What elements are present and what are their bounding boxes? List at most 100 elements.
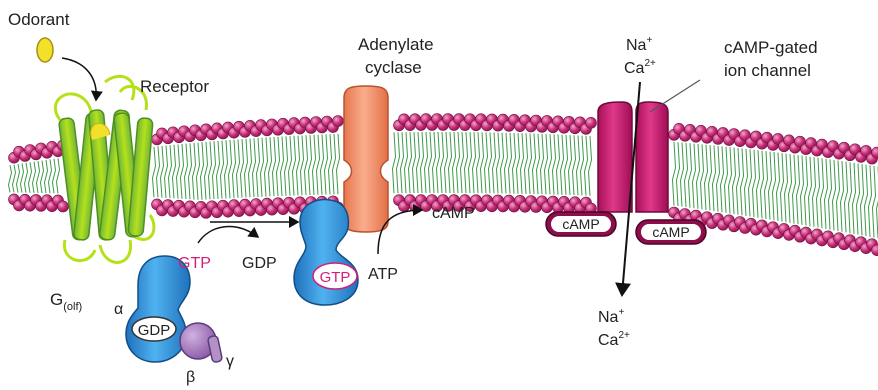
lipid-tail	[185, 144, 188, 199]
label-gamma: γ	[226, 353, 234, 370]
lipid-tail	[397, 132, 400, 193]
lipid-head-inner	[58, 201, 69, 212]
lipid-tail	[189, 143, 192, 199]
lipid-tail	[581, 136, 584, 196]
lipid-tail	[785, 154, 788, 223]
lipid-tail	[465, 132, 468, 193]
label-gtp-bound: GTP	[320, 269, 351, 286]
lipid-tail	[461, 132, 464, 193]
lipid-tail	[545, 134, 548, 194]
lipid-tail	[769, 152, 772, 220]
lipid-tail	[401, 132, 404, 193]
label-receptor: Receptor	[140, 77, 209, 96]
lipid-tail	[773, 152, 776, 220]
lipid-tail	[861, 164, 864, 235]
lipid-tail	[53, 159, 56, 194]
lipid-tail	[233, 140, 236, 198]
lipid-tail	[681, 143, 684, 207]
lipid-tail	[201, 142, 204, 200]
lipid-tail	[433, 132, 436, 193]
lipid-tail	[569, 135, 572, 195]
lipid-tail	[321, 135, 324, 195]
lipid-tail	[561, 135, 564, 195]
lipid-tail	[441, 132, 444, 193]
lipid-tail	[713, 146, 716, 212]
lipid-tail	[469, 132, 472, 193]
lipid-tail	[277, 137, 280, 196]
lipid-tail	[173, 145, 176, 199]
lipid-tail	[477, 132, 480, 193]
lipid-tail	[437, 132, 440, 193]
lipid-tail	[169, 145, 172, 198]
lipid-tail	[309, 135, 312, 195]
label-ca-inside: Ca2+	[598, 330, 630, 349]
lipid-tail	[573, 135, 576, 195]
lipid-tail	[589, 136, 592, 196]
lipid-tail	[409, 132, 412, 193]
label-cyclase: cyclase	[365, 58, 422, 77]
lipid-tail	[217, 141, 220, 199]
lipid-tail	[865, 165, 868, 236]
lipid-head-outer	[333, 116, 344, 127]
lipid-tail	[221, 141, 224, 199]
label-ca-outside: Ca2+	[624, 58, 656, 77]
lipid-tail	[205, 142, 208, 200]
lipid-tail	[745, 149, 748, 216]
lipid-tail	[17, 164, 20, 192]
lipid-tail	[685, 143, 688, 207]
lipid-tail	[249, 138, 252, 197]
adenylate-cyclase	[344, 86, 388, 232]
lipid-tail	[717, 146, 720, 212]
lipid-tail	[501, 133, 504, 194]
lipid-tail	[721, 146, 724, 212]
lipid-tail	[33, 162, 36, 193]
lipid-tail	[549, 134, 552, 194]
lipid-tail	[793, 155, 796, 224]
lipid-tail	[705, 145, 708, 210]
lipid-tail	[225, 140, 228, 198]
lipid-tail	[457, 132, 460, 193]
lipid-tail	[673, 142, 676, 206]
lipid-tail	[733, 148, 736, 215]
lipid-tail	[153, 147, 156, 198]
lipid-tail	[585, 136, 588, 196]
lipid-tail	[313, 135, 316, 195]
lipid-tail	[473, 132, 476, 193]
g-alpha-gtp-active	[294, 200, 358, 305]
lipid-tail	[577, 135, 580, 195]
lipid-tail	[245, 139, 248, 198]
lipid-tail	[753, 150, 756, 217]
lipid-tail	[485, 132, 488, 193]
label-camp-site-1: cAMP	[562, 216, 599, 232]
lipid-tail	[493, 133, 496, 194]
lipid-tail	[853, 163, 856, 234]
lipid-tail	[237, 139, 240, 198]
lipid-tail	[325, 134, 328, 194]
lipid-tail	[509, 133, 512, 194]
lipid-tail	[281, 136, 284, 196]
lipid-tail	[261, 138, 264, 197]
odorant-molecule-icon	[37, 38, 53, 62]
lipid-tail	[453, 132, 456, 193]
lipid-tail	[825, 159, 828, 229]
lipid-tail	[693, 144, 696, 209]
lipid-tail	[533, 134, 536, 194]
lipid-tail	[761, 151, 764, 219]
lipid-tail	[813, 157, 816, 227]
lipid-tail	[529, 133, 532, 194]
label-alpha: α	[114, 301, 123, 318]
lipid-tail	[161, 146, 164, 198]
lipid-tail	[489, 132, 492, 193]
lipid-tail	[565, 135, 568, 195]
lipid-tail	[229, 140, 232, 198]
lipid-tail	[757, 150, 760, 218]
lipid-tail	[253, 138, 256, 197]
lipid-tail	[805, 156, 808, 225]
lipid-tail	[305, 135, 308, 195]
lipid-tail	[317, 135, 320, 195]
lipid-tail	[849, 162, 852, 233]
lipid-head-outer	[586, 117, 597, 128]
lipid-tail	[537, 134, 540, 194]
